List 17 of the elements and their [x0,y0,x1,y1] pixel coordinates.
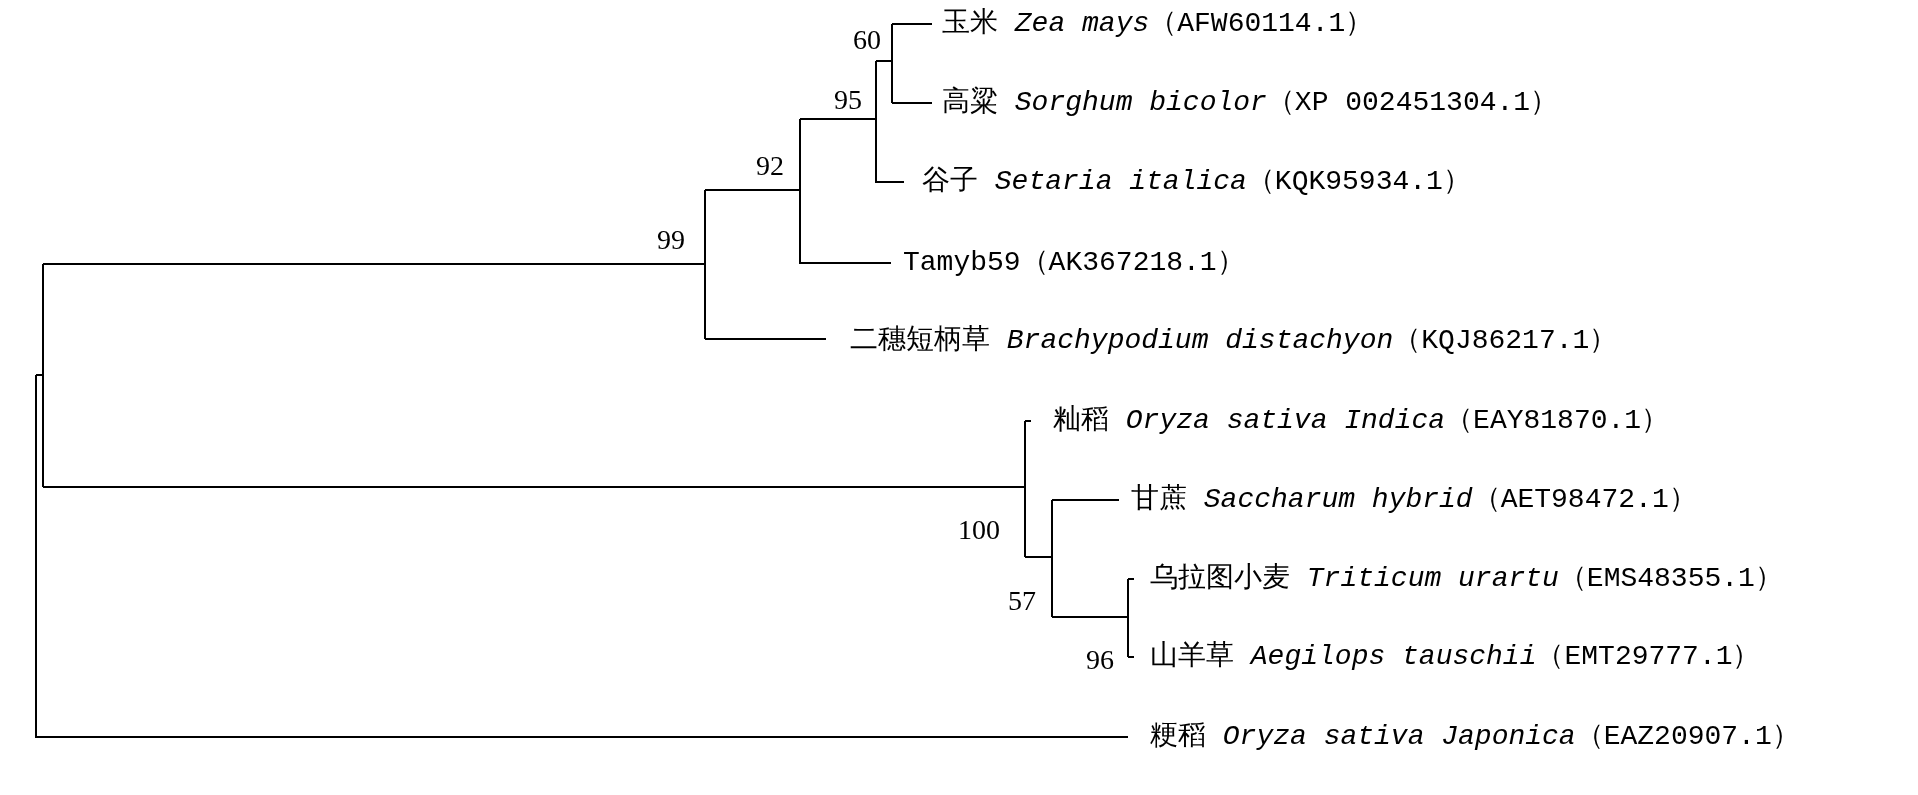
bootstrap-value: 99 [657,224,685,256]
taxon-label: 玉米 Zea mays（AFW60114.1） [942,6,1374,42]
taxon-label: 谷子 Setaria italica（KQK95934.1） [922,164,1471,200]
taxon-label: 甘蔗 Saccharum hybrid（AET98472.1） [1131,482,1697,518]
taxon-label: 二穗短柄草 Brachypodium distachyon（KQJ86217.1） [850,323,1618,359]
bootstrap-value: 96 [1086,644,1114,676]
bootstrap-value: 60 [853,24,881,56]
taxon-label: 山羊草 Aegilops tauschii（EMT29777.1） [1150,639,1761,675]
taxon-label: 籼稻 Oryza sativa Indica（EAY81870.1） [1053,403,1670,439]
taxon-label: 粳稻 Oryza sativa Japonica（EAZ20907.1） [1150,719,1800,755]
bootstrap-value: 92 [756,150,784,182]
bootstrap-value: 57 [1008,585,1036,617]
taxon-label: 高粱 Sorghum bicolor（XP 002451304.1） [942,85,1559,121]
taxon-label: 乌拉图小麦 Triticum urartu（EMS48355.1） [1150,561,1783,597]
bootstrap-value: 95 [834,84,862,116]
taxon-label: Tamyb59（AK367218.1） [903,245,1245,281]
bootstrap-value: 100 [958,514,1000,546]
